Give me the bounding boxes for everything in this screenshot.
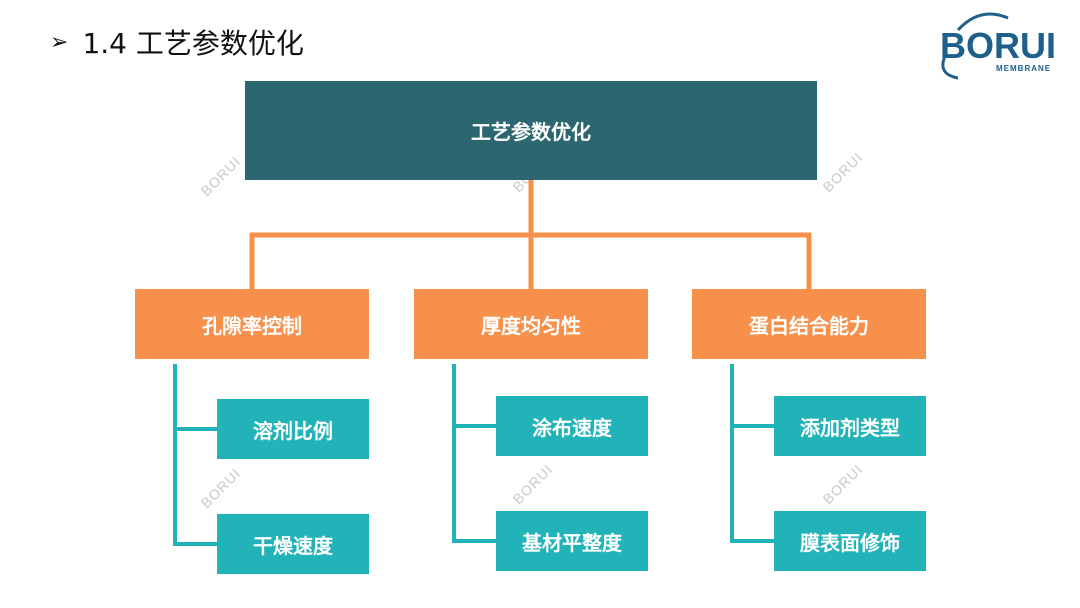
- logo-subtitle: MEMBRANE: [996, 64, 1052, 73]
- root-node: 工艺参数优化: [245, 81, 817, 180]
- category-node-porosity: 孔隙率控制: [135, 289, 369, 359]
- borui-logo: BORUI MEMBRANE: [936, 8, 1066, 80]
- leaf-node: 基材平整度: [496, 511, 648, 571]
- leaf-node: 干燥速度: [217, 514, 369, 574]
- arrow-bullet-icon: ➢: [50, 29, 69, 55]
- logo-wordmark: BORUI: [940, 25, 1056, 66]
- orange-connectors: [249, 180, 812, 289]
- logo-arc-icon: [941, 12, 1009, 80]
- category-node-protein-binding: 蛋白结合能力: [692, 289, 926, 359]
- leaf-node: 膜表面修饰: [774, 511, 926, 571]
- leaf-node: 溶剂比例: [217, 399, 369, 459]
- slide-heading: ➢ 1.4 工艺参数优化: [50, 22, 304, 62]
- teal-connectors: [173, 364, 775, 546]
- slide-title: 1.4 工艺参数优化: [82, 27, 304, 60]
- leaf-node: 添加剂类型: [774, 396, 926, 456]
- leaf-node: 涂布速度: [496, 396, 648, 456]
- category-node-thickness: 厚度均匀性: [414, 289, 648, 359]
